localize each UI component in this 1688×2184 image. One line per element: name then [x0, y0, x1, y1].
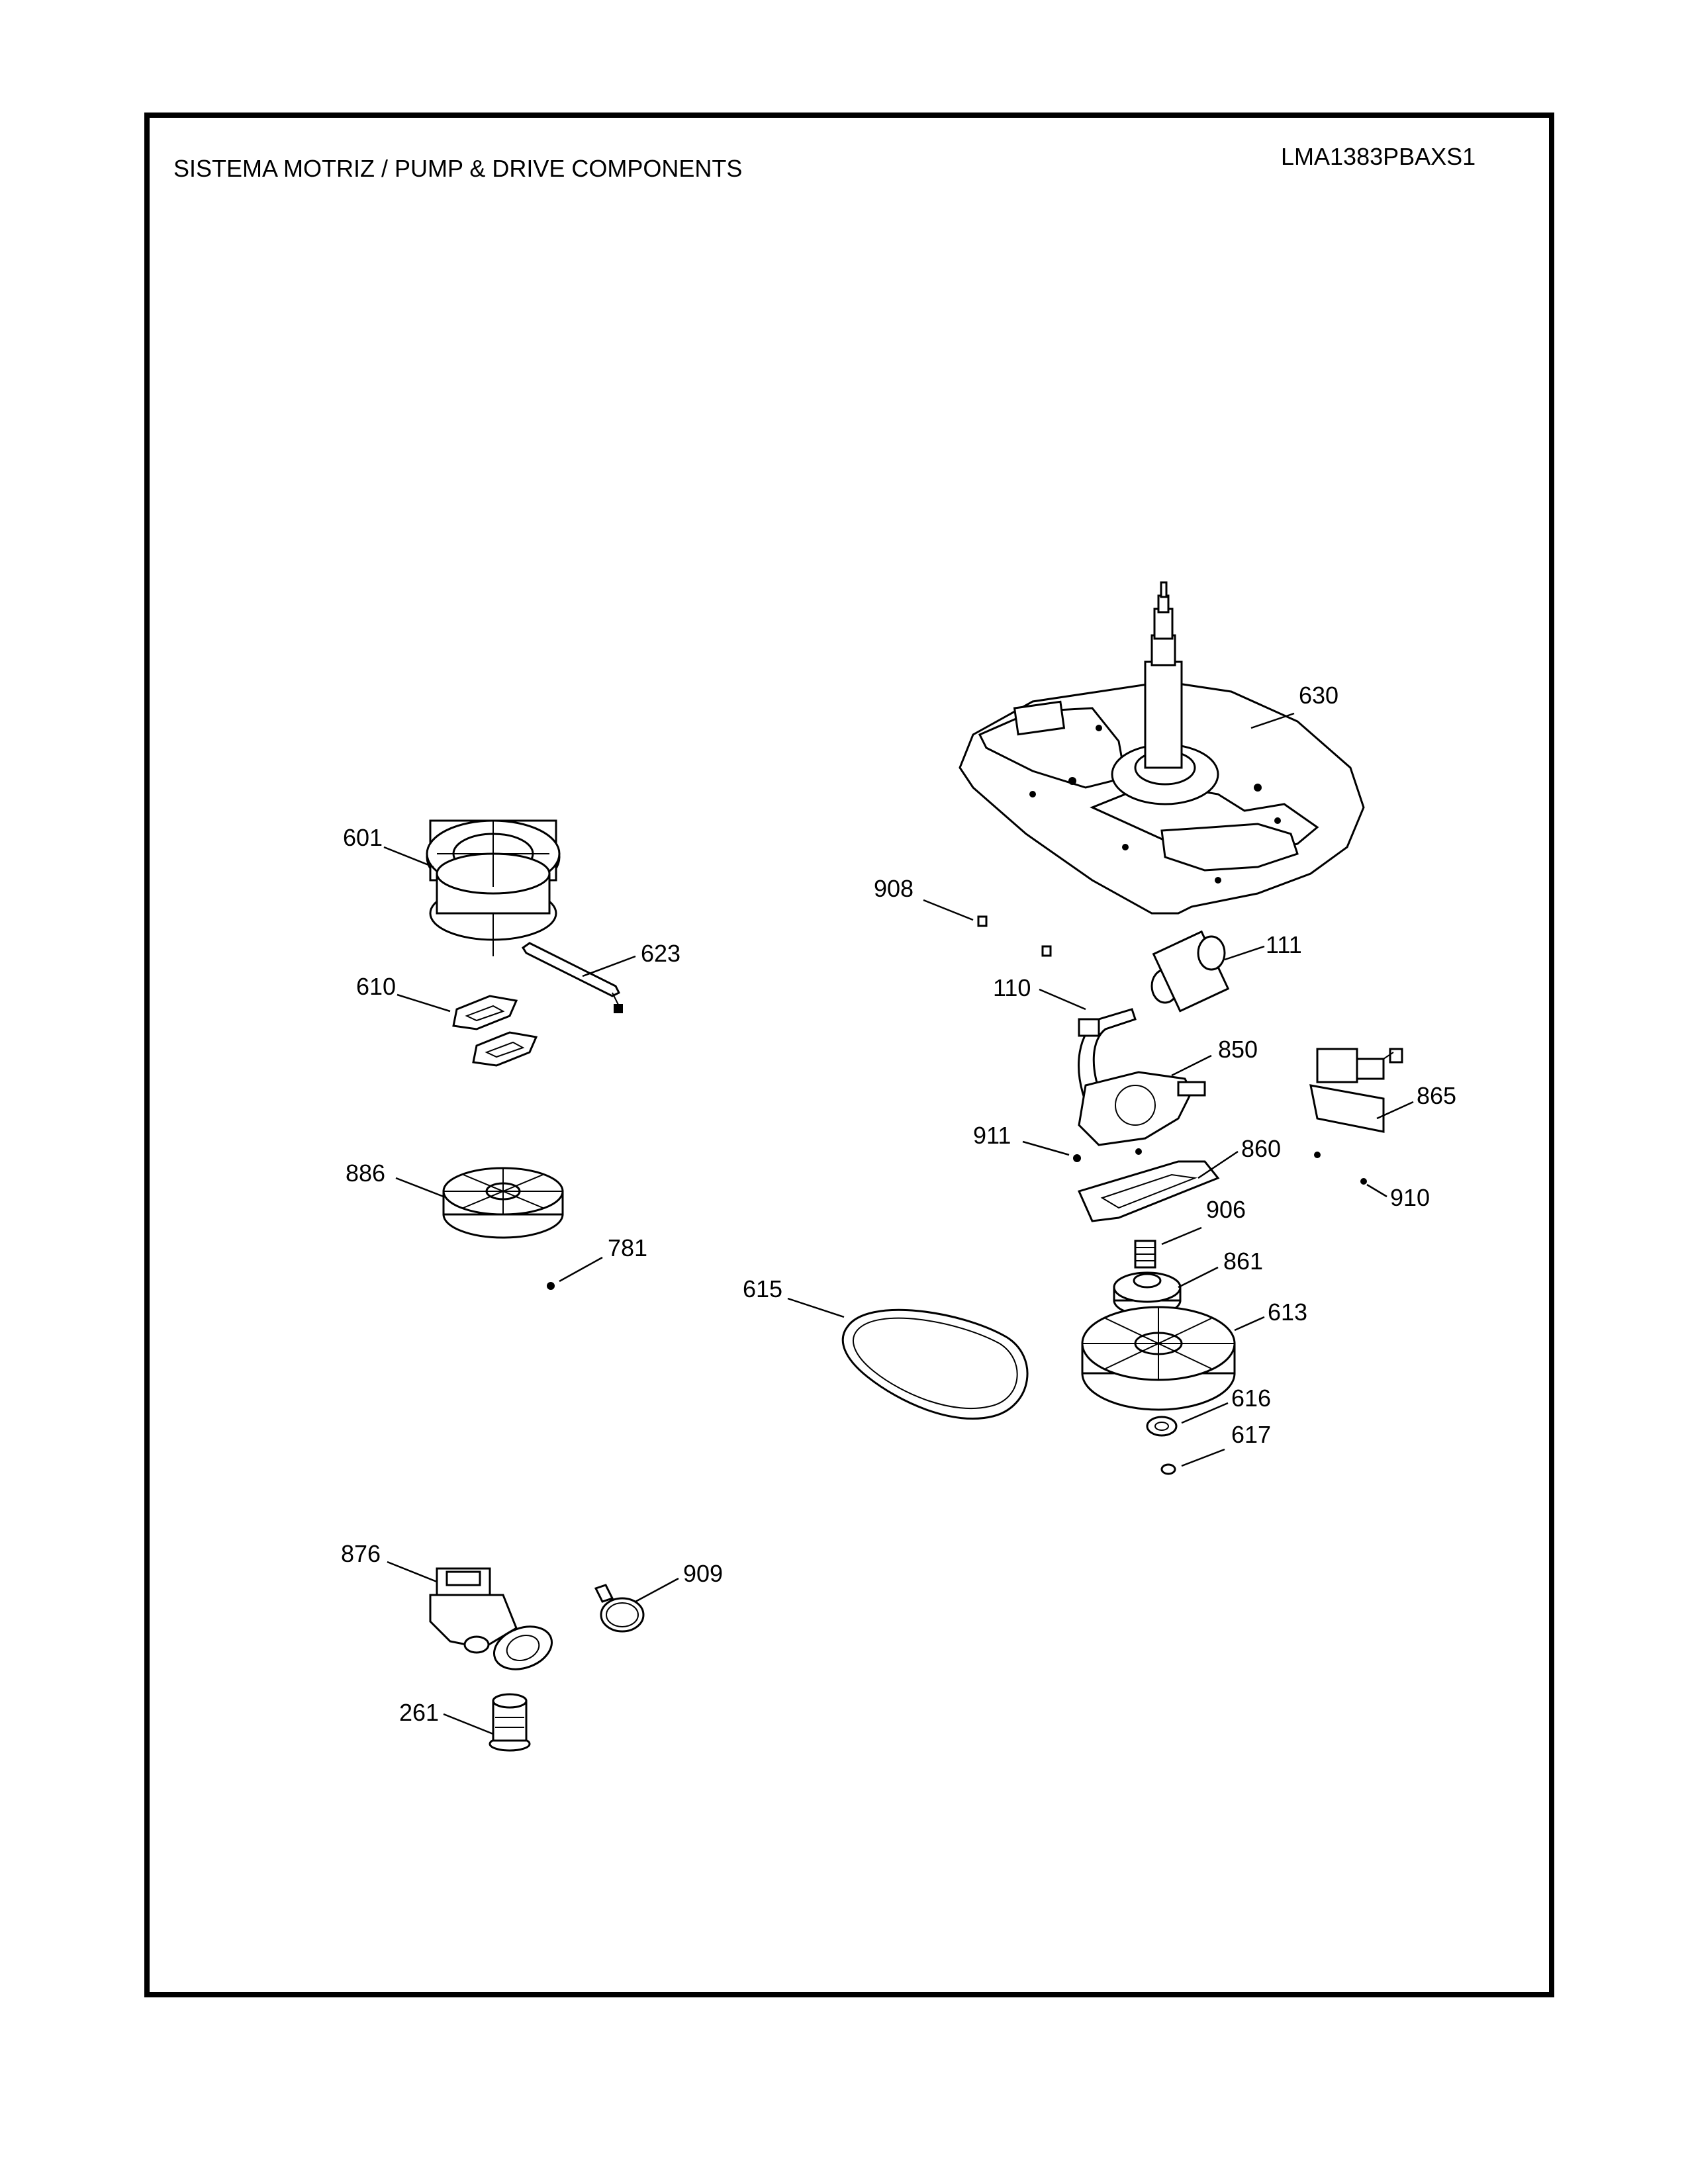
bracket-850: [1073, 1071, 1206, 1162]
clamp-909: [594, 1584, 645, 1633]
nut-617: [1160, 1463, 1176, 1475]
leader-616: [1181, 1402, 1229, 1424]
fan-886: [442, 1167, 564, 1239]
leader-261: [443, 1713, 494, 1735]
clips-908: [977, 915, 1052, 957]
leader-909: [635, 1577, 679, 1603]
callout-850: 850: [1218, 1036, 1258, 1063]
callout-261: 261: [399, 1699, 439, 1726]
leader-876: [387, 1561, 438, 1583]
callout-909: 909: [683, 1560, 723, 1587]
leader-630: [1250, 712, 1295, 729]
callout-886: 886: [346, 1160, 385, 1187]
leader-601: [383, 846, 434, 868]
actuator-865: [1309, 1048, 1403, 1158]
leader-110: [1039, 988, 1086, 1011]
leader-865: [1376, 1101, 1414, 1120]
callout-613: 613: [1268, 1298, 1307, 1326]
leader-861: [1178, 1266, 1219, 1289]
screw-910: [1360, 1178, 1367, 1185]
page-title: SISTEMA MOTRIZ / PUMP & DRIVE COMPONENTS: [173, 155, 743, 182]
leader-908: [923, 899, 974, 921]
leader-860: [1197, 1150, 1239, 1179]
callout-601: 601: [343, 824, 383, 851]
callout-623: 623: [641, 940, 680, 967]
callout-876: 876: [341, 1540, 381, 1567]
motor-601: [426, 819, 561, 956]
part-781: [547, 1282, 555, 1290]
callout-616: 616: [1231, 1385, 1271, 1412]
callout-865: 865: [1417, 1082, 1456, 1109]
belt-615: [841, 1308, 1029, 1420]
leader-910: [1366, 1183, 1387, 1198]
leader-781: [559, 1256, 603, 1283]
callout-617: 617: [1231, 1421, 1271, 1448]
callout-111: 111: [1266, 931, 1302, 958]
page-border: [144, 113, 1554, 1997]
capacitor-strap-110: [1078, 1008, 1137, 1103]
callout-911: 911: [973, 1122, 1011, 1149]
spring-906: [1134, 1240, 1156, 1269]
leader-617: [1181, 1448, 1225, 1467]
callout-781: 781: [608, 1234, 647, 1261]
leader-911: [1022, 1140, 1070, 1156]
leader-623: [582, 955, 636, 978]
wire-harness-623: [521, 942, 623, 1013]
motor-mounts-610: [452, 995, 538, 1067]
cover-860: [1077, 1160, 1220, 1222]
washer-616: [1146, 1416, 1178, 1437]
filter-261: [489, 1693, 531, 1752]
leader-615: [787, 1297, 845, 1318]
callout-615: 615: [743, 1275, 782, 1302]
callout-861: 861: [1223, 1248, 1263, 1275]
leader-906: [1161, 1226, 1202, 1246]
leader-613: [1234, 1316, 1265, 1332]
base-plate-630: [959, 581, 1365, 915]
callout-610: 610: [356, 973, 396, 1000]
leader-850: [1171, 1054, 1212, 1077]
leader-886: [395, 1177, 444, 1198]
leader-610: [397, 993, 451, 1013]
pulley-613: [1081, 1306, 1236, 1411]
callout-906: 906: [1206, 1196, 1246, 1223]
drain-pump-876: [429, 1567, 553, 1670]
callout-908: 908: [874, 875, 914, 902]
model-number: LMA1383PBAXS1: [1281, 143, 1476, 170]
callout-630: 630: [1299, 682, 1338, 709]
capacitor-111: [1150, 930, 1230, 1013]
leader-111: [1224, 945, 1265, 961]
callout-860: 860: [1241, 1135, 1281, 1162]
callout-910: 910: [1390, 1184, 1430, 1211]
callout-110: 110: [993, 974, 1031, 1001]
